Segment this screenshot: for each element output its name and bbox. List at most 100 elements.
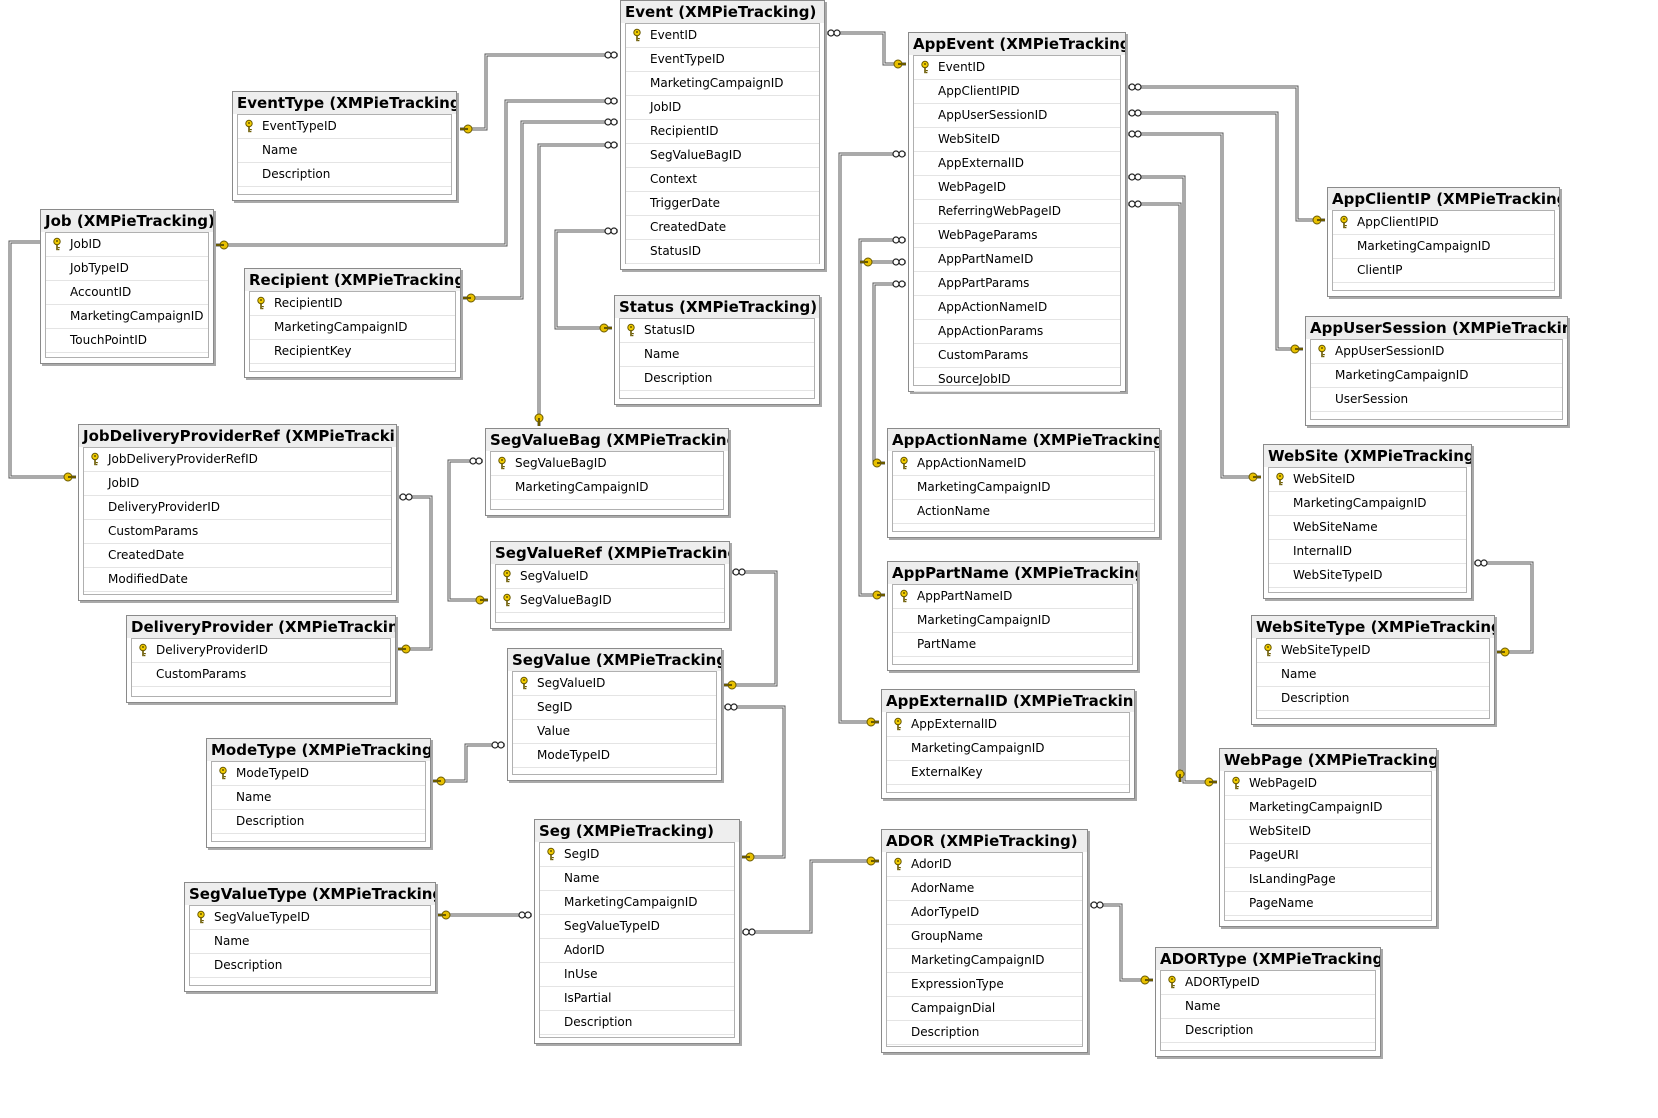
column-row[interactable]: MarketingCampaignID: [1225, 796, 1431, 820]
column-row[interactable]: MarketingCampaignID: [1311, 364, 1562, 388]
column-row[interactable]: ActionName: [893, 500, 1154, 524]
column-row[interactable]: MarketingCampaignID: [540, 891, 734, 915]
column-row[interactable]: Description: [190, 954, 430, 978]
column-row[interactable]: Name: [620, 343, 814, 367]
primary-key-column[interactable]: JobDeliveryProviderRefID: [84, 448, 391, 472]
primary-key-column[interactable]: SegValueBagID: [496, 589, 724, 613]
primary-key-column[interactable]: JobID: [46, 233, 208, 257]
primary-key-column[interactable]: SegValueBagID: [491, 452, 723, 476]
table-appclientip[interactable]: AppClientIP (XMPieTracking)AppClientIPID…: [1327, 187, 1560, 297]
primary-key-column[interactable]: SegID: [540, 843, 734, 867]
column-row[interactable]: PageName: [1225, 892, 1431, 916]
column-row[interactable]: ClientIP: [1333, 259, 1554, 283]
table-segvaluetype[interactable]: SegValueType (XMPieTracking)SegValueType…: [184, 882, 436, 992]
column-row[interactable]: SegID: [513, 696, 716, 720]
column-row[interactable]: JobID: [626, 96, 819, 120]
primary-key-column[interactable]: SegValueID: [496, 565, 724, 589]
column-row[interactable]: MarketingCampaignID: [887, 949, 1082, 973]
column-row[interactable]: MarketingCampaignID: [491, 476, 723, 500]
column-row[interactable]: EventTypeID: [626, 48, 819, 72]
column-row[interactable]: MarketingCampaignID: [1333, 235, 1554, 259]
relationship-line[interactable]: [1128, 85, 1325, 222]
column-row[interactable]: MarketingCampaignID: [626, 72, 819, 96]
relationship-line[interactable]: [537, 143, 618, 426]
column-row[interactable]: SegValueTypeID: [540, 915, 734, 939]
column-row[interactable]: Description: [1257, 687, 1489, 711]
column-row[interactable]: AppActionNameID: [914, 296, 1120, 320]
primary-key-column[interactable]: AppActionNameID: [893, 452, 1154, 476]
column-row[interactable]: WebSiteTypeID: [1269, 564, 1466, 588]
column-row[interactable]: Description: [887, 1021, 1082, 1045]
primary-key-column[interactable]: SegValueID: [513, 672, 716, 696]
column-row[interactable]: CreatedDate: [84, 544, 391, 568]
column-row[interactable]: CreatedDate: [626, 216, 819, 240]
relationship-line[interactable]: [447, 459, 488, 602]
column-row[interactable]: MarketingCampaignID: [46, 305, 208, 329]
column-row[interactable]: Name: [212, 786, 425, 810]
relationship-line[interactable]: [433, 743, 505, 783]
primary-key-column[interactable]: AppPartNameID: [893, 585, 1132, 609]
column-row[interactable]: AccountID: [46, 281, 208, 305]
column-row[interactable]: ExpressionType: [887, 973, 1082, 997]
primary-key-column[interactable]: AppExternalID: [887, 713, 1129, 737]
table-segvaluebag[interactable]: SegValueBag (XMPieTracking)SegValueBagID…: [485, 428, 729, 516]
column-row[interactable]: WebSiteID: [1225, 820, 1431, 844]
column-row[interactable]: DeliveryProviderID: [84, 496, 391, 520]
column-row[interactable]: SegValueBagID: [626, 144, 819, 168]
column-row[interactable]: TouchPointID: [46, 329, 208, 353]
column-row[interactable]: Description: [540, 1011, 734, 1035]
column-row[interactable]: WebSiteName: [1269, 516, 1466, 540]
column-row[interactable]: InUse: [540, 963, 734, 987]
table-appusersession[interactable]: AppUserSession (XMPieTracking)AppUserSes…: [1305, 316, 1568, 426]
column-row[interactable]: Name: [190, 930, 430, 954]
primary-key-column[interactable]: DeliveryProviderID: [132, 639, 390, 663]
column-row[interactable]: TriggerDate: [626, 192, 819, 216]
column-row[interactable]: Context: [626, 168, 819, 192]
primary-key-column[interactable]: EventTypeID: [238, 115, 451, 139]
column-row[interactable]: JobID: [84, 472, 391, 496]
primary-key-column[interactable]: ADORTypeID: [1161, 971, 1375, 995]
relationship-line[interactable]: [724, 570, 778, 687]
primary-key-column[interactable]: EventID: [914, 56, 1120, 80]
column-row[interactable]: ExternalKey: [887, 761, 1129, 785]
table-jobdeliveryproviderref[interactable]: JobDeliveryProviderRef (XMPieTracking)Jo…: [78, 424, 397, 601]
column-row[interactable]: RecipientID: [626, 120, 819, 144]
column-row[interactable]: WebPageParams: [914, 224, 1120, 248]
primary-key-column[interactable]: WebPageID: [1225, 772, 1431, 796]
column-row[interactable]: AdorID: [540, 939, 734, 963]
column-row[interactable]: AppClientIPID: [914, 80, 1120, 104]
column-row[interactable]: AppPartNameID: [914, 248, 1120, 272]
primary-key-column[interactable]: AdorID: [887, 853, 1082, 877]
column-row[interactable]: MarketingCampaignID: [250, 316, 455, 340]
column-row[interactable]: ModifiedDate: [84, 568, 391, 592]
primary-key-column[interactable]: ModeTypeID: [212, 762, 425, 786]
column-row[interactable]: JobTypeID: [46, 257, 208, 281]
relationship-line[interactable]: [460, 53, 618, 131]
column-row[interactable]: IsPartial: [540, 987, 734, 1011]
primary-key-column[interactable]: SegValueTypeID: [190, 906, 430, 930]
column-row[interactable]: ReferringWebPageID: [914, 200, 1120, 224]
primary-key-column[interactable]: WebSiteTypeID: [1257, 639, 1489, 663]
column-row[interactable]: AppActionParams: [914, 320, 1120, 344]
column-row[interactable]: Description: [238, 163, 451, 187]
column-row[interactable]: Description: [1161, 1019, 1375, 1043]
column-row[interactable]: CustomParams: [914, 344, 1120, 368]
column-row[interactable]: GroupName: [887, 925, 1082, 949]
table-websitetype[interactable]: WebSiteType (XMPieTracking)WebSiteTypeID…: [1251, 615, 1495, 725]
column-row[interactable]: SourceJobID: [914, 368, 1120, 392]
primary-key-column[interactable]: EventID: [626, 24, 819, 48]
column-row[interactable]: CustomParams: [132, 663, 390, 687]
column-row[interactable]: MarketingCampaignID: [887, 737, 1129, 761]
column-row[interactable]: InternalID: [1269, 540, 1466, 564]
column-row[interactable]: MarketingCampaignID: [893, 476, 1154, 500]
column-row[interactable]: IsLandingPage: [1225, 868, 1431, 892]
